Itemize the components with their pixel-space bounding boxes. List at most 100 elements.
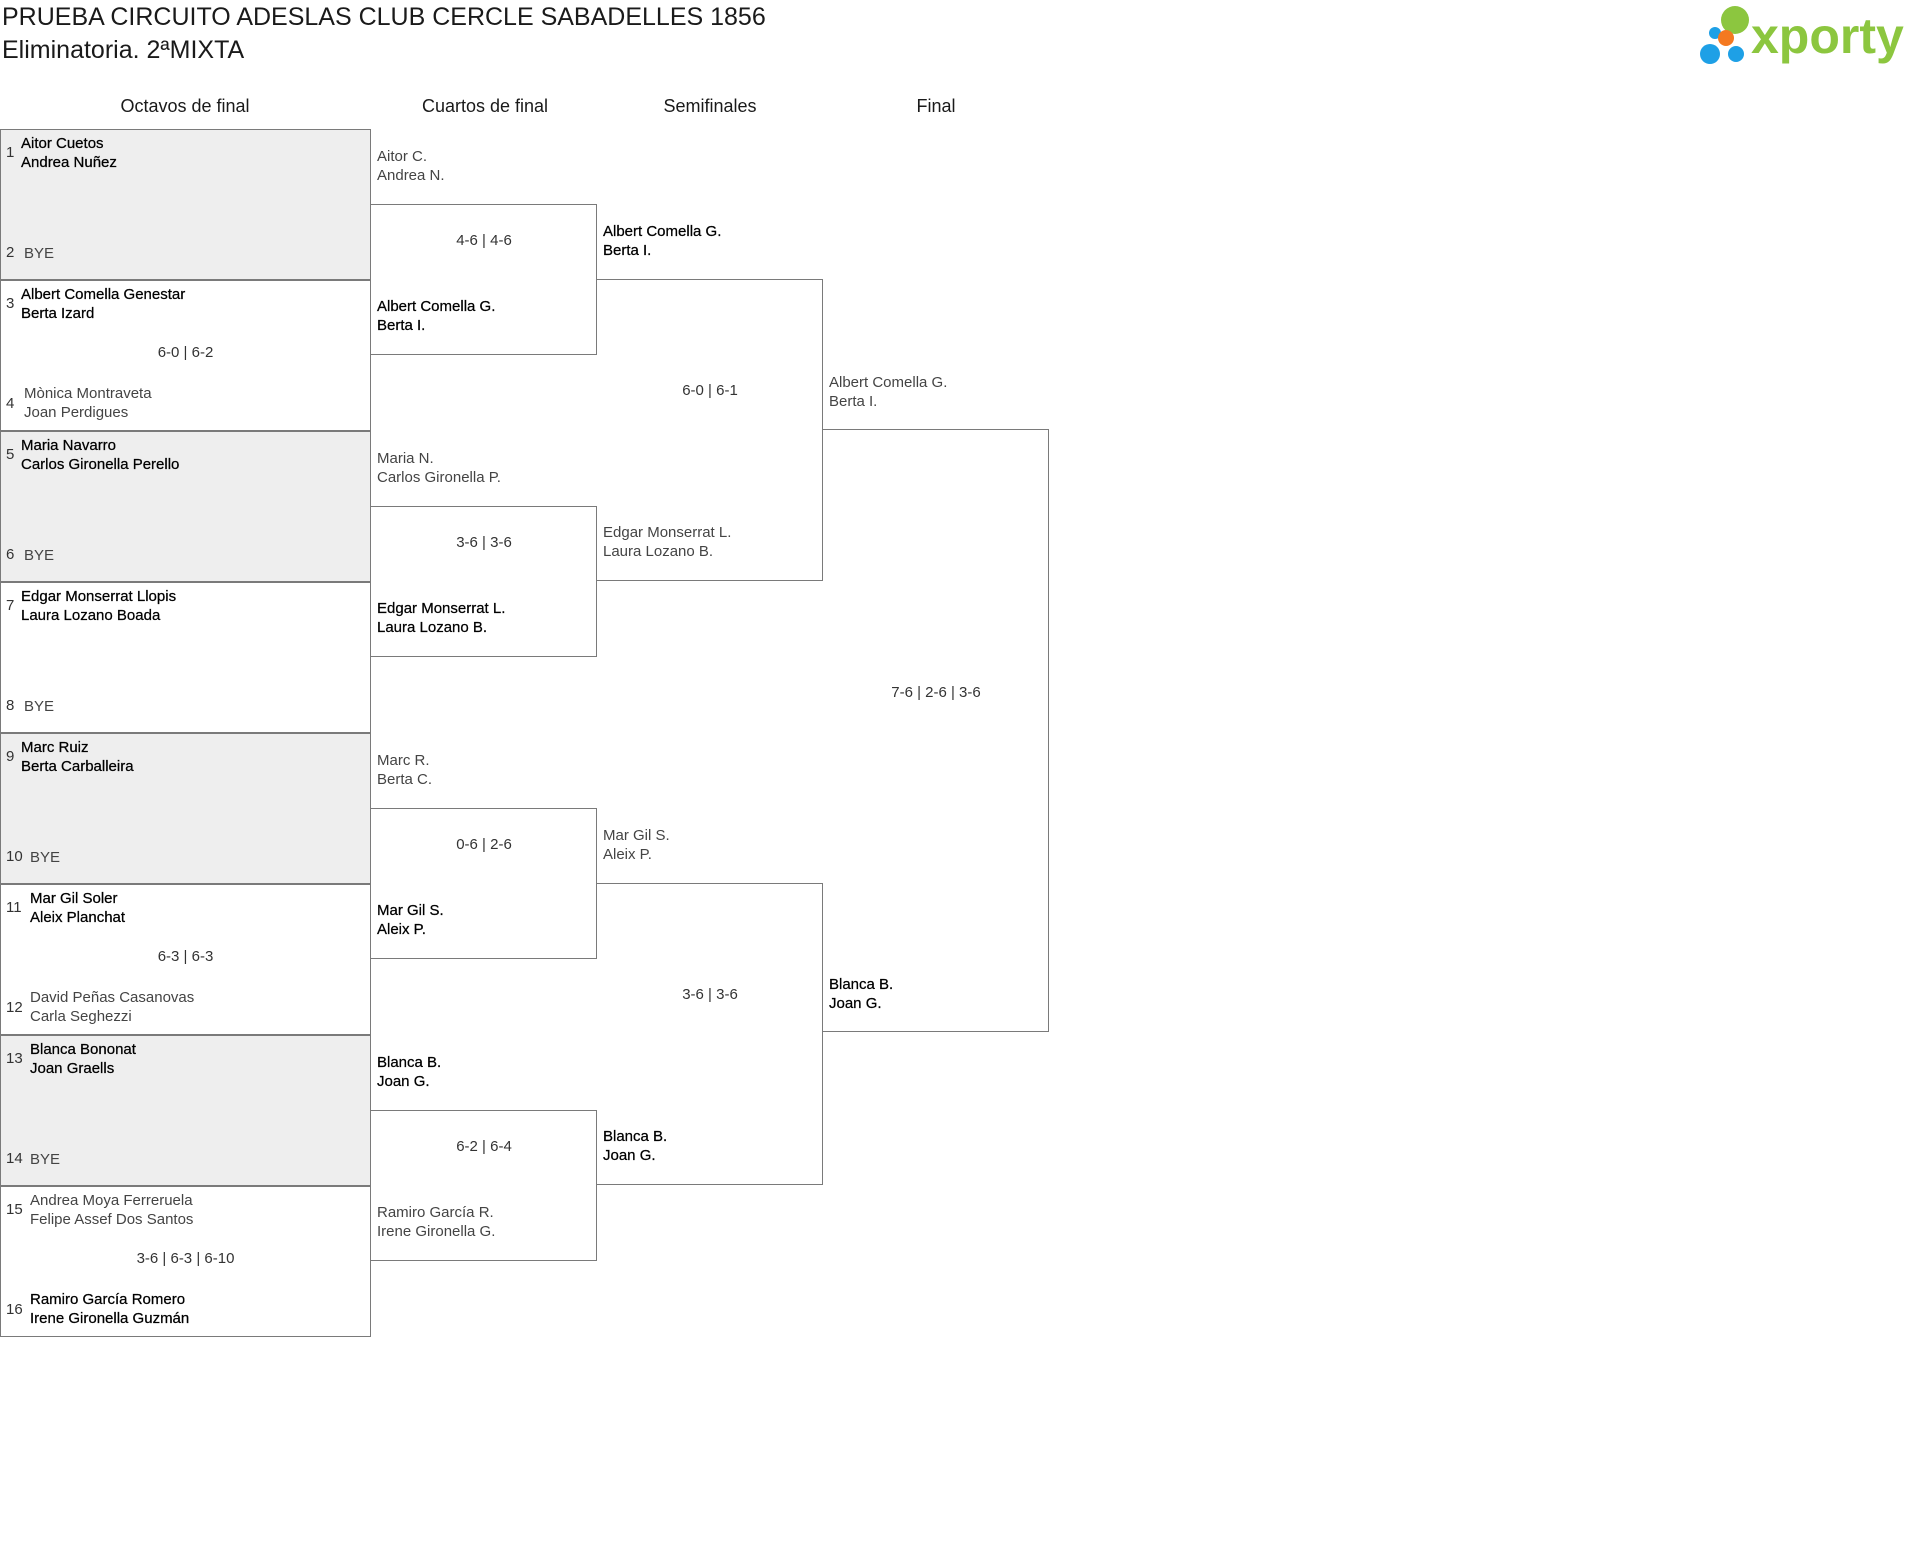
logo-wordmark: xporty	[1751, 8, 1904, 64]
r16-match	[0, 582, 371, 733]
sf-team-top: Albert Comella G. Berta I.	[603, 222, 722, 260]
r16-team-bottom: BYE	[24, 546, 54, 565]
qf-team-top-line: Blanca B.	[377, 1054, 442, 1071]
qf-team-bottom-line: Mar Gil S.	[377, 902, 444, 919]
qf-team-top-line: Carlos Gironella P.	[377, 469, 501, 486]
r16-team-bottom-line: BYE	[24, 245, 55, 262]
sf-team-bottom-line: Joan G.	[603, 1147, 656, 1164]
r16-team-top-line: Edgar Monserrat Llopis	[21, 588, 177, 605]
logo-dot-blue-large	[1700, 44, 1720, 64]
round-label-qf: Cuartos de final	[421, 96, 549, 116]
r16-team-bottom: BYE	[24, 244, 54, 263]
qf-team-bottom: Albert Comella G.Berta I.	[377, 297, 496, 335]
qf-team-top-line: Aitor C.	[377, 148, 428, 165]
qf-team-bottom-line: Edgar Monserrat L.	[377, 600, 506, 617]
seed-number: 6	[6, 546, 15, 563]
sf-team-bottom: Blanca B.Joan G.	[603, 1127, 667, 1165]
qf-team-top-line: Maria N.	[377, 450, 434, 467]
match-score: 3-6 | 3-6	[456, 534, 512, 551]
r16-team-top-line: Felipe Assef Dos Santos	[30, 1211, 194, 1228]
final-team-bottom: Blanca B. Joan G.	[829, 975, 893, 1013]
r16-match	[0, 280, 371, 431]
logo-dot-blue-small	[1709, 27, 1721, 39]
match-score: 7-6 | 2-6 | 3-6	[891, 684, 981, 701]
qf-team-bottom: Mar Gil S. Aleix P.	[377, 901, 444, 939]
qf-team-top-line: Marc R.	[377, 752, 430, 769]
r16-team-bottom-line: Irene Gironella Guzmán	[30, 1310, 190, 1327]
match-score: 4-6 | 4-6	[456, 232, 512, 249]
qf-team-bottom-line: Aleix P.	[377, 921, 426, 938]
match-score: 0-6 | 2-6	[456, 836, 512, 853]
final-team-bottom-line: Joan G.	[829, 995, 882, 1012]
sf-team-top-line: Albert Comella G.	[603, 223, 722, 240]
seed-number: 4	[6, 395, 15, 412]
seed-number: 15	[6, 1201, 23, 1218]
round-label-final: Final	[916, 96, 956, 116]
sf-team-bottom-line: Edgar Monserrat L.	[603, 524, 732, 541]
r16-match	[0, 431, 371, 582]
r16-team-bottom: BYE	[24, 697, 54, 716]
qf-team-top: Marc R.Berta C.	[377, 751, 432, 789]
qf-team-top: Aitor C. Andrea N.	[377, 147, 445, 185]
r16-team-bottom-line: Carla Seghezzi	[30, 1008, 132, 1025]
r16-match	[0, 129, 371, 280]
seed-number: 16	[6, 1301, 23, 1318]
match-score: 6-0 | 6-1	[682, 382, 738, 399]
seed-number: 13	[6, 1050, 23, 1067]
seed-number: 11	[6, 899, 22, 916]
sf-team-top-line: Berta I.	[603, 242, 652, 259]
qf-team-top: Maria N. Carlos Gironella P.	[377, 449, 501, 487]
seed-number: 2	[6, 244, 15, 261]
qf-team-top-line: Andrea N.	[377, 167, 445, 184]
r16-team-bottom: BYE	[30, 848, 60, 867]
final-team-top: Albert Comella G. Berta I.	[829, 373, 947, 411]
match-score: 6-0 | 6-2	[157, 344, 214, 361]
r16-team-bottom-line: Ramiro García Romero	[30, 1291, 186, 1308]
page-subtitle: Eliminatoria. 2ªMIXTA	[2, 36, 245, 64]
qf-team-bottom-line: Laura Lozano B.	[377, 619, 488, 636]
r16-team-top-line: Mar Gil Soler	[30, 890, 118, 907]
qf-team-top: Blanca B.Joan G.	[377, 1053, 441, 1091]
seed-number: 10	[6, 848, 23, 865]
r16-team-bottom-line: BYE	[30, 849, 61, 866]
final-team-top-line: Berta I.	[829, 393, 878, 410]
seed-number: 14	[6, 1150, 23, 1167]
seed-number: 8	[6, 697, 15, 714]
r16-team-top-line: Berta Carballeira	[21, 758, 134, 775]
r16-team-top-line: Marc Ruiz	[21, 739, 89, 756]
r16-team-bottom: BYE	[30, 1150, 60, 1169]
match-score: 3-6 | 3-6	[682, 986, 738, 1003]
r16-team-bottom-line: David Peñas Casanovas	[30, 989, 195, 1006]
final-team-top-line: Albert Comella G.	[829, 374, 948, 391]
qf-bracket-line	[371, 808, 597, 959]
seed-number: 1	[6, 144, 15, 161]
match-score: 3-6 | 6-3 | 6-10	[136, 1250, 235, 1267]
qf-team-bottom-line: Irene Gironella G.	[377, 1223, 496, 1240]
final-team-bottom-line: Blanca B.	[829, 976, 894, 993]
qf-bracket-line	[371, 1110, 597, 1261]
qf-bracket-line	[371, 204, 597, 355]
sf-team-bottom-line: Laura Lozano B.	[603, 543, 714, 560]
r16-match	[0, 884, 371, 1035]
round-label-sf: Semifinales	[663, 96, 757, 116]
r16-team-bottom-line: Joan Perdigues	[24, 404, 129, 421]
r16-team-bottom-line: BYE	[24, 698, 55, 715]
sf-team-top: Mar Gil S.Aleix P.	[603, 826, 670, 864]
r16-team-top-line: Joan Graells	[30, 1060, 115, 1077]
sf-team-top-line: Aleix P.	[603, 846, 652, 863]
match-score: 6-3 | 6-3	[157, 948, 214, 965]
r16-match	[0, 1186, 371, 1337]
r16-match	[0, 1035, 371, 1186]
page-title: PRUEBA CIRCUITO ADESLAS CLUB CERCLE SABA…	[2, 3, 766, 31]
seed-number: 3	[6, 295, 15, 312]
r16-team-bottom-line: BYE	[30, 1151, 61, 1168]
seed-number: 9	[6, 748, 15, 765]
